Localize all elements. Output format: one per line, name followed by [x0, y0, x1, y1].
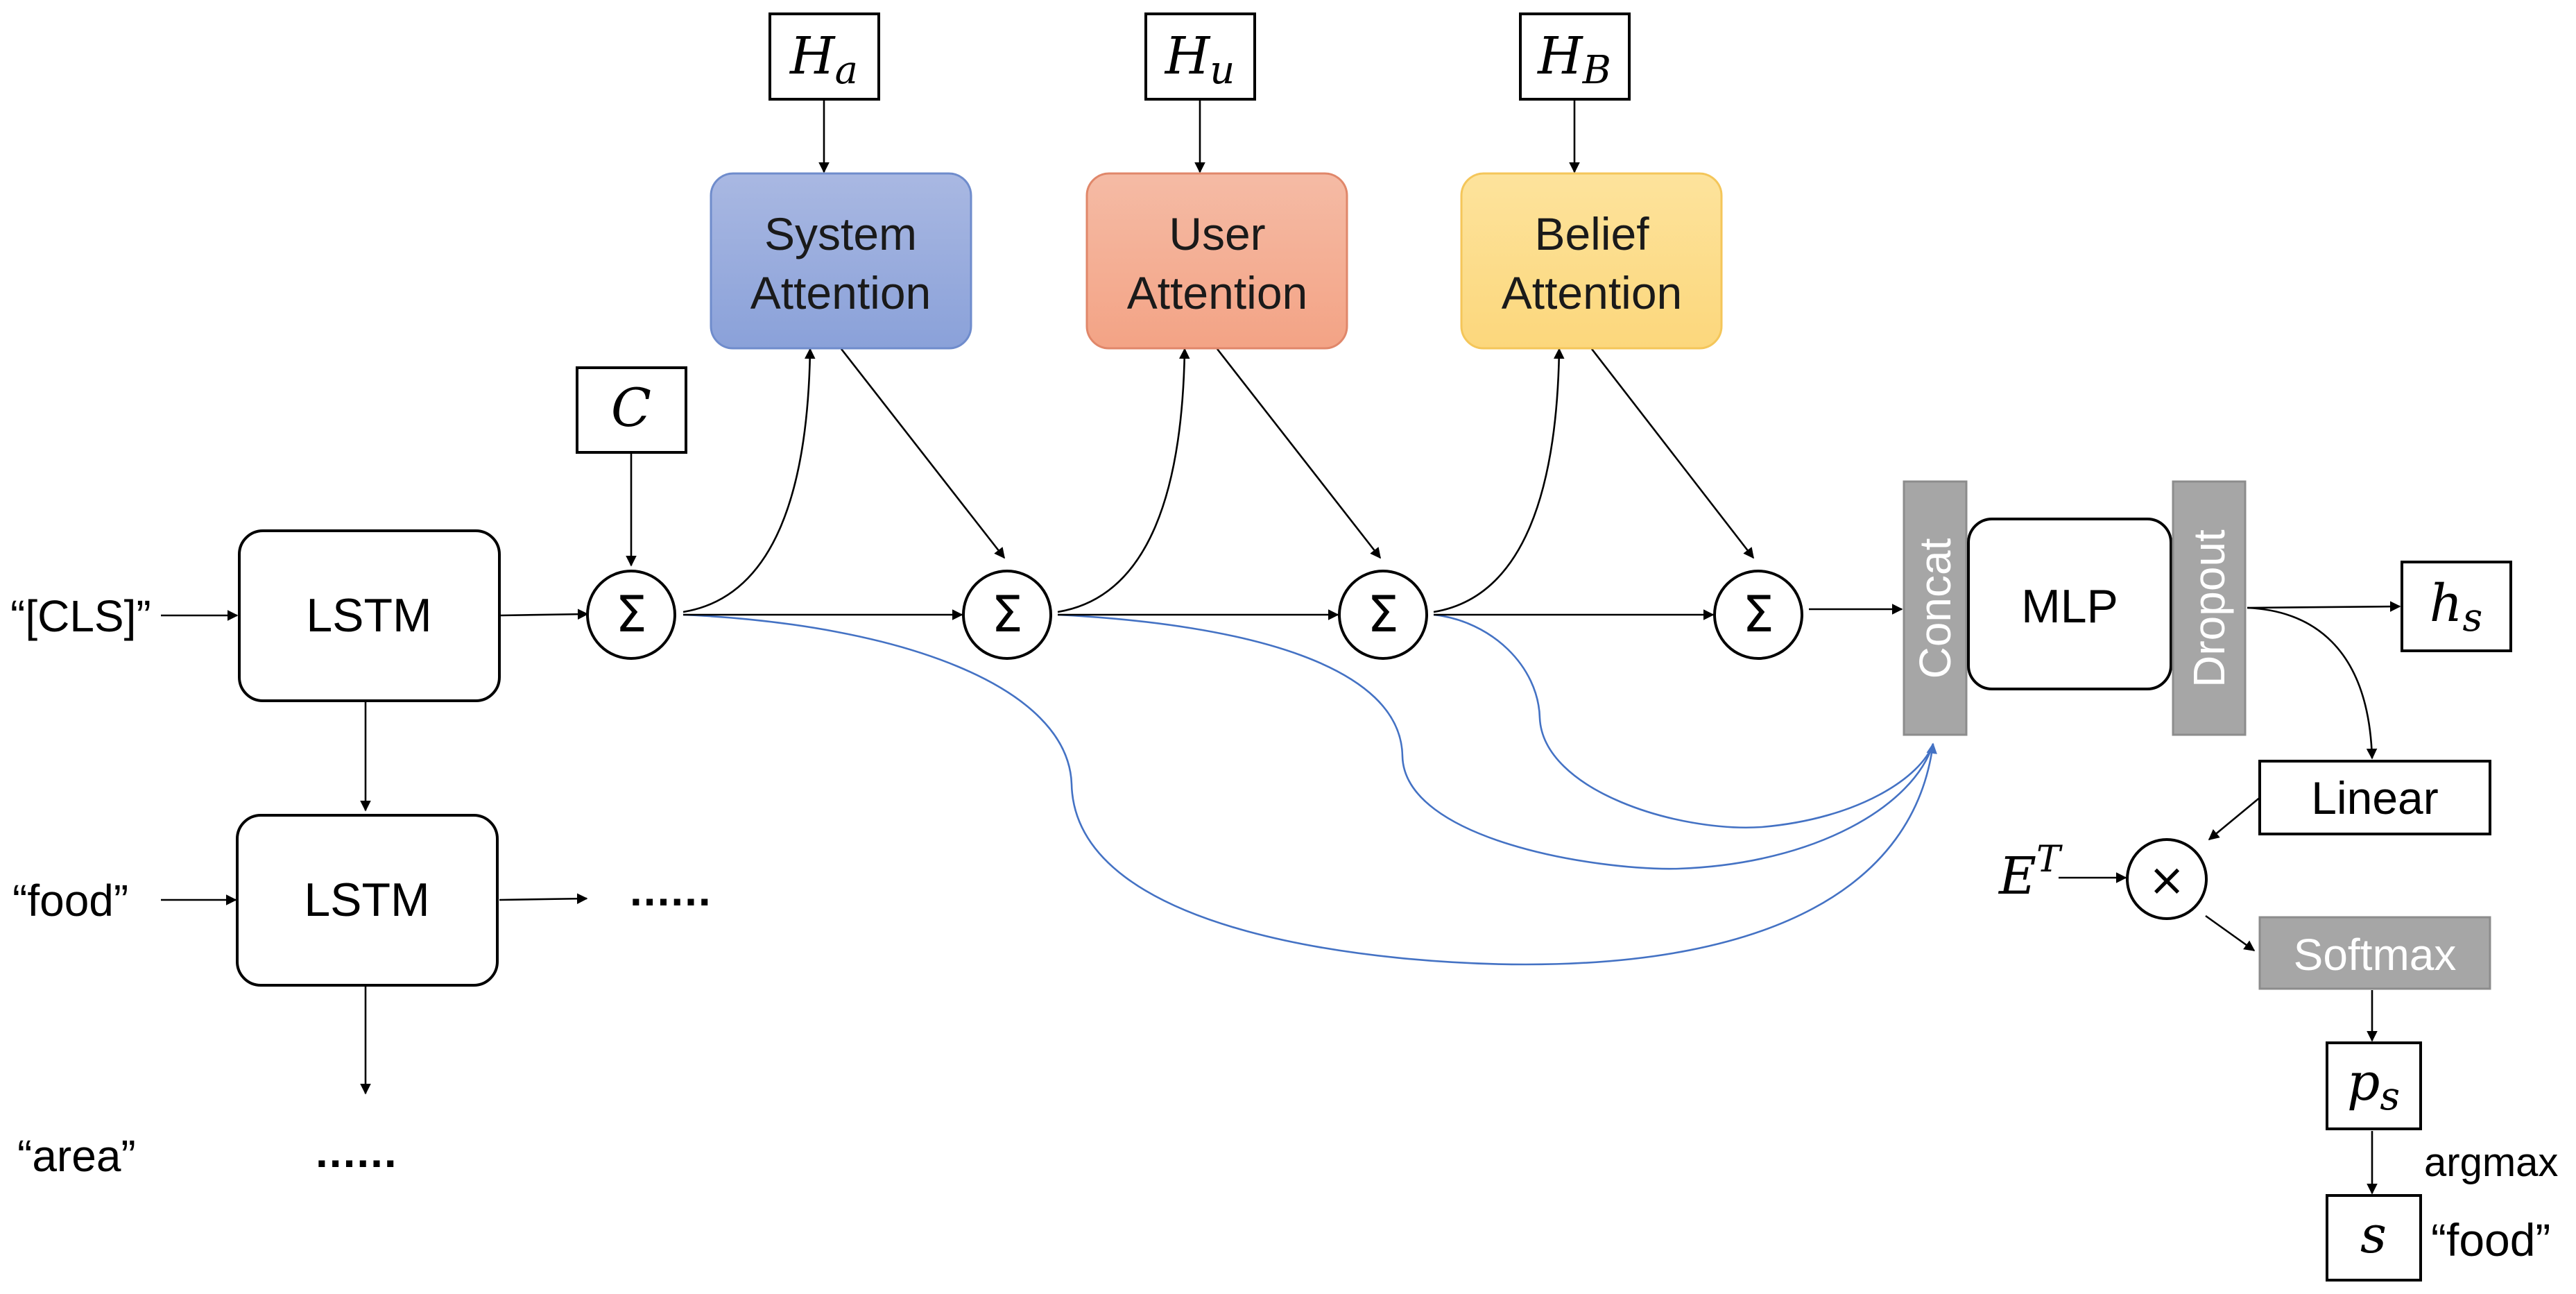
slot-symbol: s [2360, 1205, 2387, 1265]
memory-box-user: Hu [1144, 12, 1256, 101]
edges [161, 99, 2401, 1195]
context-vector-box: C [576, 366, 687, 454]
token-food: “food” [12, 876, 128, 926]
edge-sum1-sysatt [682, 348, 816, 613]
edge-sum2-useratt [1057, 348, 1190, 613]
lstm-cell-2: LSTM [236, 814, 499, 987]
belief-attention-line2: Attention [1502, 267, 1683, 318]
dropout-block: Dropout [2172, 480, 2247, 736]
ellipsis-down: ...... [316, 1127, 398, 1177]
edge-dropout-hs [2247, 601, 2401, 612]
memory-belief-sub: B [1582, 48, 1611, 93]
context-symbol: C [611, 377, 651, 439]
dropout-label: Dropout [2184, 529, 2234, 688]
belief-attention-block: Belief Attention [1460, 172, 1723, 350]
softmax-block: Softmax [2258, 916, 2491, 990]
sum-symbol-2: Σ [991, 585, 1023, 643]
memory-belief-base: H [1536, 26, 1583, 86]
user-attention-block: User Attention [1085, 172, 1348, 350]
edge-sysatt-sum2 [840, 348, 1006, 559]
sum-symbol-3: Σ [1367, 585, 1399, 643]
memory-user-base: H [1164, 26, 1211, 86]
concat-label: Concat [1910, 538, 1960, 679]
skip-edge-sum2-concat [1057, 613, 1934, 870]
lstm-label-1: LSTM [306, 589, 431, 642]
edge-lstm2-ellipsis [499, 893, 588, 905]
sum-symbol-1: Σ [615, 585, 647, 643]
svg-text:Hu: Hu [1164, 26, 1235, 93]
embedding-matrix: ET [1998, 839, 2063, 906]
hidden-state-box: hs [2401, 561, 2512, 652]
slot-value: “food” [2431, 1214, 2550, 1266]
system-attention-line2: Attention [750, 267, 931, 318]
memory-box-belief: HB [1519, 12, 1631, 101]
belief-attention-line1: Belief [1534, 208, 1649, 259]
edge-sum3-beliefatt [1433, 348, 1565, 613]
ellipsis-right: ...... [630, 865, 712, 915]
lstm-cell-1: LSTM [238, 529, 501, 702]
user-attention-line1: User [1169, 208, 1265, 259]
system-attention-line1: System [764, 208, 917, 259]
memory-system-sub: a [835, 48, 858, 93]
sum-node-4: Σ [1713, 570, 1803, 660]
probability-box: ps [2326, 1041, 2422, 1130]
times-symbol: × [2148, 855, 2186, 906]
edge-linear-times [2208, 795, 2262, 841]
svg-text:ET: ET [1998, 839, 2063, 906]
sum-node-2: Σ [962, 570, 1052, 660]
edge-useratt-sum3 [1216, 348, 1382, 559]
svg-text:HB: HB [1536, 26, 1611, 93]
svg-text:ps: ps [2347, 1053, 2400, 1119]
memory-box-system: Ha [768, 12, 880, 101]
skip-edge-sum3-concat [1433, 613, 1934, 828]
svg-text:Ha: Ha [789, 26, 858, 93]
skip-connections [682, 613, 1937, 966]
input-tokens: “[CLS]” “food” “area” ...... ...... [10, 591, 712, 1181]
edge-lstm1-sum1 [500, 608, 589, 620]
user-attention-line2: Attention [1127, 267, 1308, 318]
edge-dropout-linear [2247, 606, 2378, 760]
sum-node-3: Σ [1338, 570, 1428, 660]
token-cls: “[CLS]” [10, 591, 151, 641]
svg-text:hs: hs [2430, 574, 2482, 640]
hidden-base: h [2430, 574, 2463, 633]
sum-symbol-4: Σ [1742, 585, 1774, 643]
embedding-base: E [1998, 846, 2036, 906]
edge-beliefatt-sum4 [1590, 348, 1755, 559]
softmax-label: Softmax [2294, 930, 2457, 980]
slot-box: s [2326, 1194, 2422, 1282]
memory-user-sub: u [1210, 48, 1235, 93]
hidden-sub: s [2462, 595, 2482, 640]
token-area: “area” [17, 1131, 136, 1181]
mlp-block: MLP [1967, 518, 2172, 690]
prob-sub: s [2380, 1074, 2400, 1119]
edge-times-softmax [2205, 914, 2256, 952]
mlp-label: MLP [2021, 580, 2118, 633]
concat-block: Concat [1903, 480, 1968, 736]
system-attention-block: System Attention [710, 172, 972, 350]
lstm-label-2: LSTM [304, 874, 429, 926]
linear-label: Linear [2311, 772, 2438, 824]
skip-edge-sum1-concat [682, 613, 1937, 966]
prob-base: p [2347, 1053, 2380, 1112]
sum-node-1: Σ [586, 570, 676, 660]
embedding-sup: T [2036, 839, 2063, 880]
argmax-label: argmax [2424, 1140, 2558, 1185]
linear-block: Linear [2258, 760, 2491, 835]
memory-system-base: H [789, 26, 836, 86]
multiply-node: × [2126, 838, 2208, 920]
